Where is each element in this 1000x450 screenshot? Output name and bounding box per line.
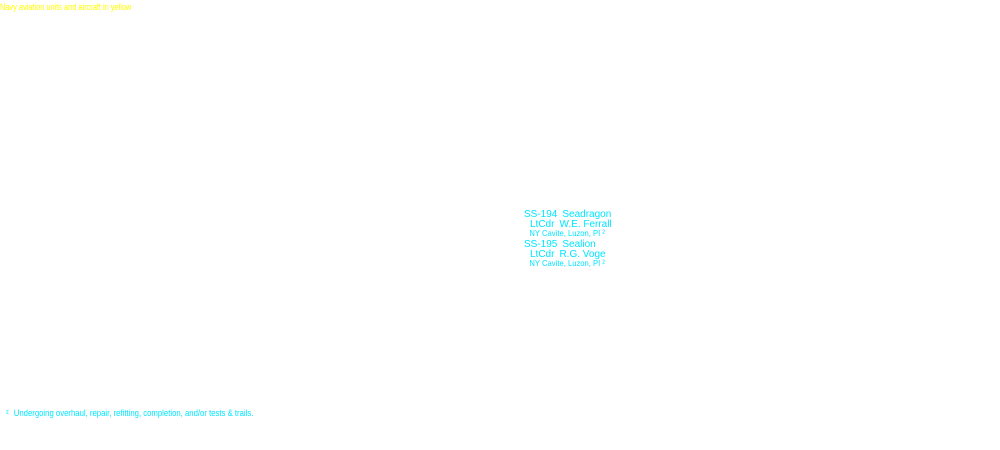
ship-entry-seadragon: SS-194 Seadragon LtCdr W.E. Ferrall NY Cav… bbox=[524, 210, 614, 239]
ship-title: SS-195 Sealion bbox=[524, 240, 614, 250]
legend-note: Navy aviation units and aircraft in yell… bbox=[0, 2, 132, 12]
footnote-text: Undergoing overhaul, repair, refitting, … bbox=[13, 408, 254, 418]
ship-location: NY Cavite, Luzon, PI ² bbox=[529, 258, 605, 268]
ship-location: NY Cavite, Luzon, PI ² bbox=[529, 228, 605, 238]
ship-commander: LtCdr W.E. Ferrall bbox=[524, 218, 614, 230]
hull-number: SS-195 bbox=[524, 239, 558, 250]
ship-name: Seadragon bbox=[562, 209, 612, 220]
commander-rank: LtCdr bbox=[530, 218, 555, 230]
commander-name: R.G. Voge bbox=[559, 248, 606, 260]
ship-title: SS-194 Seadragon bbox=[524, 210, 614, 220]
ship-name: Sealion bbox=[562, 239, 596, 250]
ship-commander: LtCdr R.G. Voge bbox=[524, 248, 614, 260]
ship-entry-sealion: SS-195 Sealion LtCdr R.G. Voge NY Cavite, … bbox=[524, 240, 614, 269]
footnote: ² Undergoing overhaul, repair, refitting,… bbox=[6, 408, 253, 418]
hull-number: SS-194 bbox=[524, 209, 558, 220]
commander-name: W.E. Ferrall bbox=[559, 218, 612, 230]
commander-rank: LtCdr bbox=[530, 248, 555, 260]
footnote-mark: ² bbox=[6, 408, 9, 418]
